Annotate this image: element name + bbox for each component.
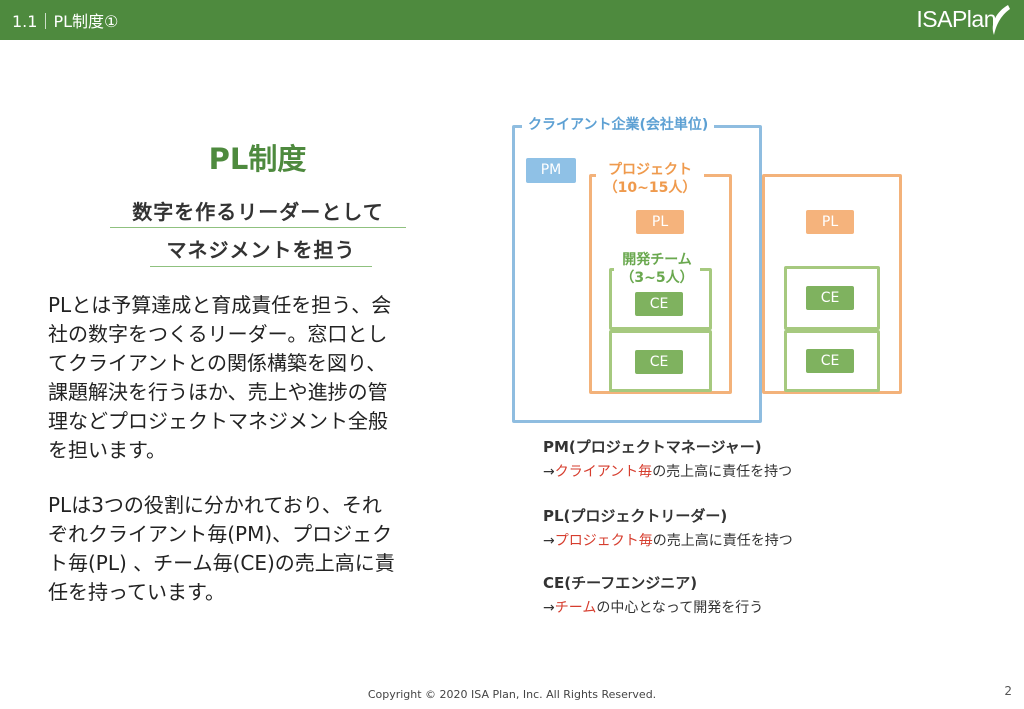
- logo-swoosh-icon: [992, 5, 1010, 35]
- divider: [110, 227, 406, 228]
- role-desc-pm: →クライアント毎の売上高に責任を持つ: [543, 461, 792, 481]
- divider: [150, 266, 372, 267]
- header-bar: 1.1｜PL制度① ISAPlan: [0, 0, 1024, 40]
- arrow-icon: →: [543, 600, 555, 616]
- text-line: 理などプロジェクトマネジメント全般: [48, 409, 388, 433]
- text-line: てクライアントとの関係構築を図り、: [48, 351, 387, 375]
- role-highlight: クライアント毎: [554, 464, 653, 480]
- client-company-label: クライアント企業(会社単位): [522, 114, 715, 134]
- project-label-line2: （10~15人）: [603, 180, 697, 196]
- page-number: 2: [1004, 684, 1012, 698]
- arrow-icon: →: [543, 533, 555, 549]
- text-line: ト毎(PL) 、チーム毎(CE)の売上高に責: [48, 551, 395, 575]
- project-label-line1: プロジェクト: [608, 162, 692, 178]
- text-line: 任を持っています。: [48, 580, 225, 604]
- description-paragraph-1: PLとは予算達成と育成責任を担う、会 社の数字をつくるリーダー。窓口とし てクラ…: [48, 291, 458, 465]
- logo: ISAPlan: [916, 6, 996, 32]
- pl-badge-a: PL: [636, 210, 684, 234]
- role-highlight: チーム: [554, 600, 597, 616]
- role-title-pm: PM(プロジェクトマネージャー): [543, 438, 762, 456]
- role-title-ce: CE(チーフエンジニア): [543, 574, 698, 592]
- role-highlight: プロジェクト毎: [554, 533, 653, 549]
- project-label: プロジェクト （10~15人）: [596, 161, 704, 197]
- section-title: 1.1｜PL制度①: [12, 12, 119, 31]
- ce-badge-a2: CE: [635, 350, 683, 374]
- text-line: 課題解決を行うほか、売上や進捗の管: [48, 380, 388, 404]
- subtitle-line2: マネジメントを担う: [166, 238, 356, 262]
- pm-badge: PM: [526, 158, 576, 183]
- role-desc-text: の売上高に責任を持つ: [652, 464, 793, 480]
- role-desc-ce: →チームの中心となって開発を行う: [543, 597, 763, 617]
- page-title: PL制度: [208, 142, 307, 176]
- text-line: PLとは予算達成と育成責任を担う、会: [48, 293, 392, 317]
- pl-badge-b: PL: [806, 210, 854, 234]
- project-box-b: [762, 174, 902, 394]
- team-box-a2: [609, 330, 712, 392]
- role-desc-text: の売上高に責任を持つ: [652, 533, 793, 549]
- role-desc-pl: →プロジェクト毎の売上高に責任を持つ: [543, 530, 793, 550]
- role-title-pl: PL(プロジェクトリーダー): [543, 507, 728, 525]
- text-line: PLは3つの役割に分かれており、それ: [48, 493, 382, 517]
- ce-badge-b1: CE: [806, 286, 854, 310]
- subtitle-line1: 数字を作るリーダーとして: [132, 200, 384, 224]
- description-paragraph-2: PLは3つの役割に分かれており、それ ぞれクライアント毎(PM)、プロジェク ト…: [48, 491, 458, 607]
- role-desc-text: の中心となって開発を行う: [596, 600, 764, 616]
- ce-badge-a1: CE: [635, 292, 683, 316]
- text-line: ぞれクライアント毎(PM)、プロジェク: [48, 522, 393, 546]
- arrow-icon: →: [543, 464, 555, 480]
- team-label-line1: 開発チーム: [622, 252, 692, 268]
- text-line: を担います。: [48, 438, 166, 462]
- text-line: 社の数字をつくるリーダー。窓口とし: [48, 322, 388, 346]
- team-label-line2: （3~5人）: [620, 270, 694, 286]
- team-box-b1: [784, 266, 880, 330]
- ce-badge-b2: CE: [806, 349, 854, 373]
- copyright: Copyright © 2020 ISA Plan, Inc. All Righ…: [367, 688, 657, 701]
- team-label: 開発チーム （3~5人）: [614, 251, 700, 287]
- team-box-b2: [784, 330, 880, 392]
